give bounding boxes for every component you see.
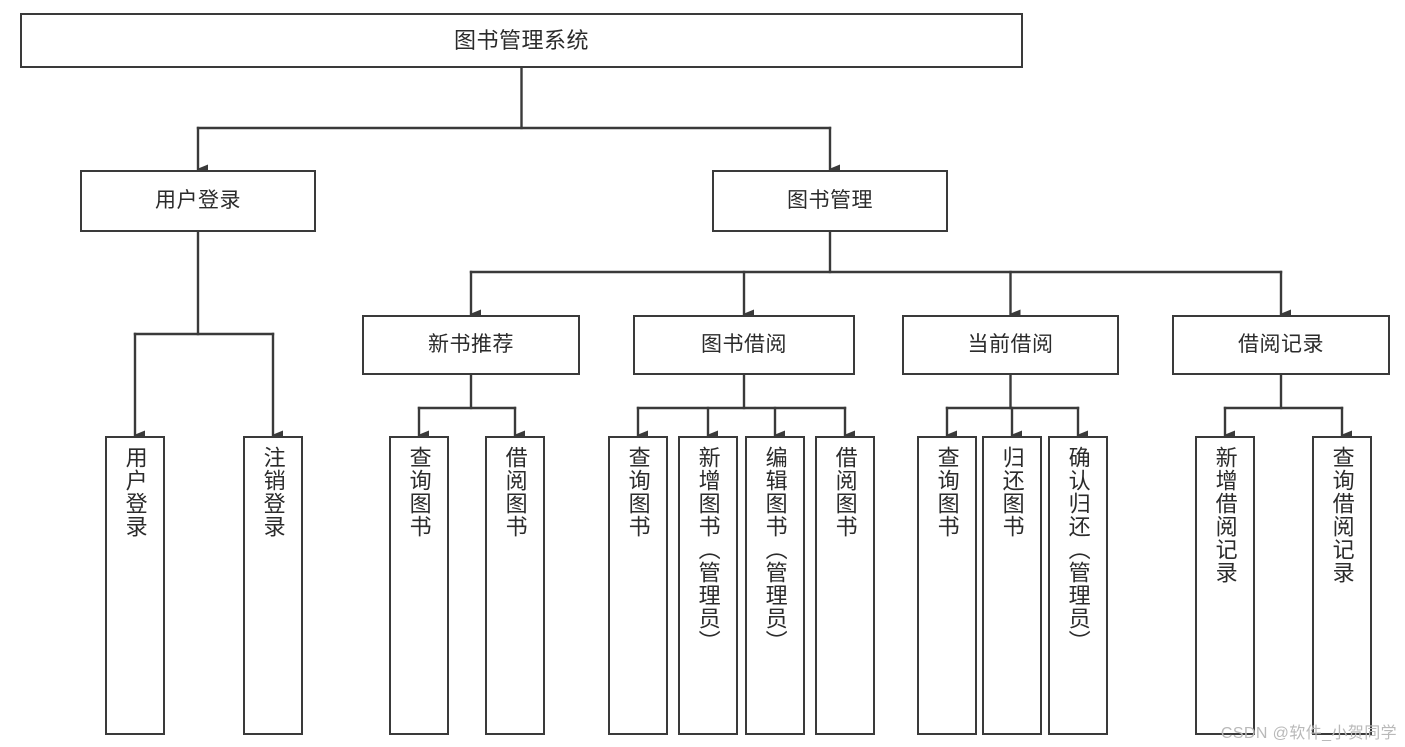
leaf-return-book-label: 归还图书 <box>999 446 1025 538</box>
leaf-add-record-label: 新增借阅记录 <box>1212 446 1238 584</box>
leaf-query-book-3-box[interactable]: 查询图书 <box>917 436 977 735</box>
book-manage-label: 图书管理 <box>787 188 873 212</box>
leaf-borrow-book-2-label: 借阅图书 <box>832 446 858 538</box>
current-borrow-label: 当前借阅 <box>967 332 1054 356</box>
leaf-query-book-2-label: 查询图书 <box>625 446 651 538</box>
root-box[interactable]: 图书管理系统 <box>20 13 1023 68</box>
leaf-add-book-box[interactable]: 新增图书（管理员） <box>678 436 738 735</box>
borrow-record-label: 借阅记录 <box>1238 332 1324 356</box>
root-label: 图书管理系统 <box>453 27 589 53</box>
book-borrow-box[interactable]: 图书借阅 <box>633 315 855 375</box>
leaf-query-book-1-box[interactable]: 查询图书 <box>389 436 449 735</box>
watermark: CSDN @软件_小贺同学 <box>1220 725 1397 742</box>
leaf-borrow-book-1-label: 借阅图书 <box>502 446 528 538</box>
new-book-recommend-label: 新书推荐 <box>428 332 514 356</box>
leaf-edit-book-box[interactable]: 编辑图书（管理员） <box>745 436 805 735</box>
leaf-logout-label: 注销登录 <box>260 446 286 538</box>
book-borrow-label: 图书借阅 <box>701 332 787 356</box>
leaf-add-record-box[interactable]: 新增借阅记录 <box>1195 436 1255 735</box>
leaf-logout-box[interactable]: 注销登录 <box>243 436 303 735</box>
connector-lines <box>133 66 1352 440</box>
leaf-borrow-book-2-box[interactable]: 借阅图书 <box>815 436 875 735</box>
leaf-return-book-box[interactable]: 归还图书 <box>982 436 1042 735</box>
leaf-query-book-1-label: 查询图书 <box>406 446 432 538</box>
leaf-query-book-3-label: 查询图书 <box>934 446 960 538</box>
leaf-confirm-return-box[interactable]: 确认归还（管理员） <box>1048 436 1108 735</box>
leaf-query-record-box[interactable]: 查询借阅记录 <box>1312 436 1372 735</box>
leaf-user-login-box[interactable]: 用户登录 <box>105 436 165 735</box>
leaf-user-login-label: 用户登录 <box>122 446 148 538</box>
borrow-record-box[interactable]: 借阅记录 <box>1172 315 1390 375</box>
leaf-edit-book-label: 编辑图书（管理员） <box>762 446 788 653</box>
leaf-query-book-2-box[interactable]: 查询图书 <box>608 436 668 735</box>
current-borrow-box[interactable]: 当前借阅 <box>902 315 1119 375</box>
user-login-box[interactable]: 用户登录 <box>80 170 316 232</box>
new-book-recommend-box[interactable]: 新书推荐 <box>362 315 580 375</box>
user-login-label: 用户登录 <box>155 188 241 212</box>
book-manage-box[interactable]: 图书管理 <box>712 170 948 232</box>
leaf-query-record-label: 查询借阅记录 <box>1329 446 1355 584</box>
leaf-confirm-return-label: 确认归还（管理员） <box>1065 446 1091 653</box>
leaf-add-book-label: 新增图书（管理员） <box>695 446 721 653</box>
leaf-borrow-book-1-box[interactable]: 借阅图书 <box>485 436 545 735</box>
